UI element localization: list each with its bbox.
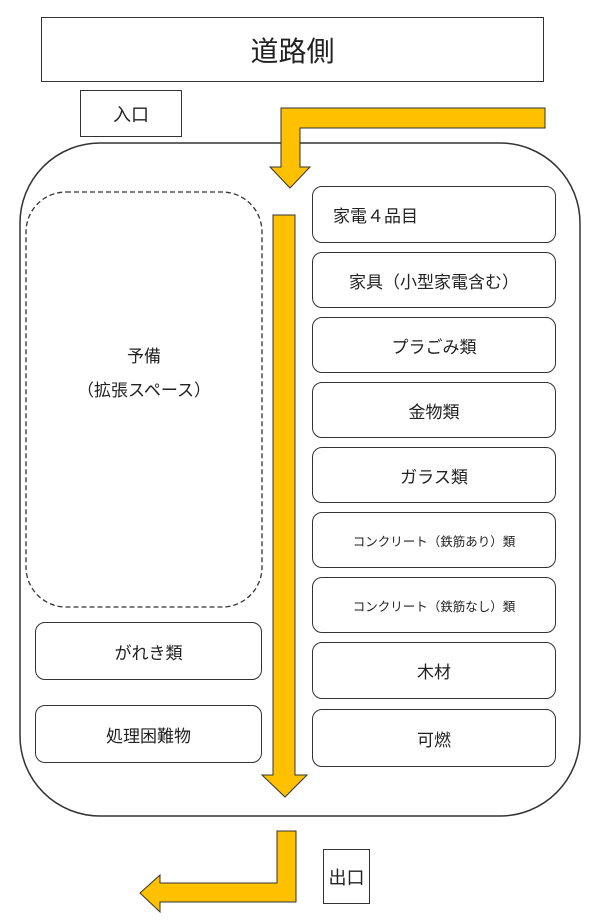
area-appliances: 家電４品目 (312, 186, 556, 243)
area-hard-to-treat: 処理困難物 (35, 705, 262, 763)
area-concrete-no-rebar: コンクリート（鉄筋なし）類 (312, 577, 556, 633)
area-glass: ガラス類 (312, 447, 556, 503)
entry-arrow (268, 107, 546, 189)
entrance-label: 入口 (80, 90, 182, 137)
exit-arrow (139, 830, 297, 914)
reserve-label: 予備 (127, 347, 161, 367)
area-metal: 金物類 (312, 382, 556, 438)
area-combustible: 可燃 (312, 709, 556, 767)
area-rubble: がれき類 (35, 622, 262, 680)
area-concrete-rebar: コンクリート（鉄筋あり）類 (312, 512, 556, 568)
reserve-area: 予備 （拡張スペース） (26, 340, 262, 408)
road-side-label: 道路側 (41, 17, 544, 82)
area-wood: 木材 (312, 642, 556, 699)
flow-arrow-down (260, 214, 309, 798)
exit-label: 出口 (323, 849, 370, 904)
area-plastic: プラごみ類 (312, 317, 556, 373)
reserve-area-outline (25, 191, 263, 608)
reserve-sublabel: （拡張スペース） (77, 381, 211, 401)
area-furniture: 家具（小型家電含む） (312, 252, 556, 308)
